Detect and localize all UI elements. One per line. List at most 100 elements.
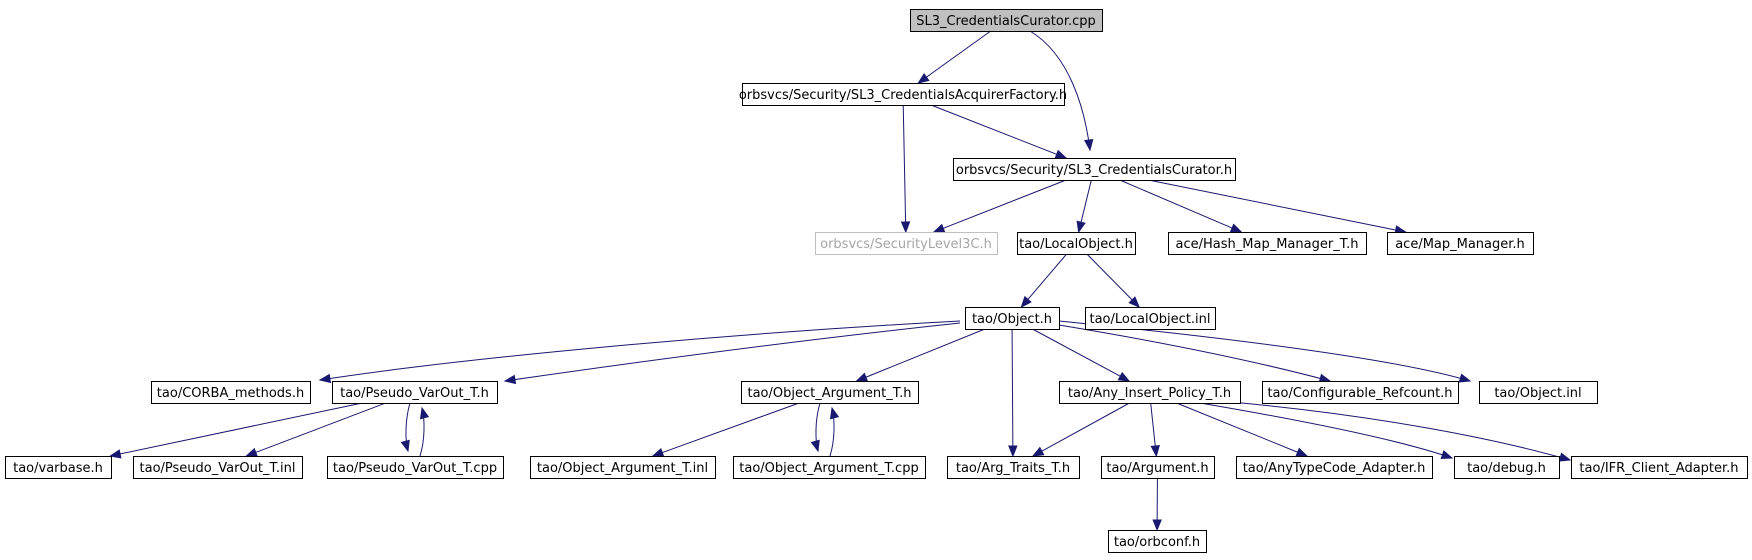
node-label: tao/Object_Argument_T.inl bbox=[537, 461, 708, 476]
edge-tao-object-h-to-tao-object-inl bbox=[1058, 320, 1472, 383]
node-tao-pseudo-varout-t-inl[interactable]: tao/Pseudo_VarOut_T.inl bbox=[133, 456, 303, 479]
node-box bbox=[1571, 456, 1748, 479]
edge-tao-object-h-to-tao-arg-traits-t-h bbox=[1008, 328, 1018, 458]
node-box bbox=[965, 307, 1060, 330]
node-label: orbsvcs/SecurityLevel3C.h bbox=[820, 237, 992, 252]
node-box bbox=[815, 232, 998, 255]
node-box bbox=[1262, 381, 1459, 404]
edge-tao-any-insert-policy-t-h-to-tao-anytypecode-adapter-h bbox=[1176, 402, 1309, 457]
edge-line bbox=[1058, 324, 1331, 382]
node-label: tao/IFR_Client_Adapter.h bbox=[1579, 461, 1738, 476]
node-tao-arg-traits-t-h[interactable]: tao/Arg_Traits_T.h bbox=[947, 456, 1080, 479]
edge-line bbox=[1150, 402, 1156, 448]
edge-line bbox=[902, 104, 907, 224]
node-orbsvcs-security-sl3-credentialscurator-h[interactable]: orbsvcs/Security/SL3_CredentialsCurator.… bbox=[953, 158, 1236, 181]
edge-line bbox=[254, 402, 386, 454]
edge-tao-object-h-to-tao-pseudo-varout-t-h bbox=[503, 322, 961, 385]
arrowhead bbox=[1458, 373, 1472, 383]
edge-tao-localobject-h-to-tao-localobject-inl bbox=[1086, 253, 1141, 308]
edge-orbsvcs-security-sl3-credentialscurator-h-to-tao-localobject-h bbox=[1076, 179, 1092, 234]
node-tao-localobject-inl[interactable]: tao/LocalObject.inl bbox=[1085, 307, 1216, 330]
node-tao-object-argument-t-cpp[interactable]: tao/Object_Argument_T.cpp bbox=[733, 456, 926, 479]
edge-line bbox=[1026, 253, 1067, 301]
node-tao-object-argument-t-inl[interactable]: tao/Object_Argument_T.inl bbox=[530, 456, 716, 479]
edge-tao-object-argument-t-h-to-tao-object-argument-t-inl bbox=[651, 402, 800, 457]
edge-orbsvcs-security-sl3-credentialscurator-h-to-ace-map-manager-h bbox=[1148, 179, 1407, 235]
edge-orbsvcs-security-sl3-credentialsacquirerfactory-h-to-orbsvcs-security-sl3-credentialscurator-h bbox=[930, 104, 1068, 159]
node-tao-pseudo-varout-t-cpp[interactable]: tao/Pseudo_VarOut_T.cpp bbox=[327, 456, 504, 479]
node-label: tao/debug.h bbox=[1467, 461, 1546, 476]
edge-tao-object-h-to-tao-object-argument-t-h bbox=[855, 328, 986, 382]
node-box bbox=[741, 381, 919, 404]
arrowhead bbox=[1128, 296, 1141, 308]
node-sl3-credentialscurator-cpp[interactable]: SL3_CredentialsCurator.cpp bbox=[910, 9, 1103, 32]
node-tao-orbconf-h[interactable]: tao/orbconf.h bbox=[1108, 530, 1207, 553]
arrowhead bbox=[318, 373, 332, 384]
edge-tao-pseudo-varout-t-h-to-tao-pseudo-varout-t-cpp bbox=[400, 402, 411, 453]
node-box bbox=[953, 158, 1236, 181]
edge-line bbox=[1086, 253, 1134, 301]
edge-tao-object-h-to-tao-any-insert-policy-t-h bbox=[1032, 328, 1131, 382]
node-tao-ifr-client-adapter-h[interactable]: tao/IFR_Client_Adapter.h bbox=[1571, 456, 1748, 479]
edge-sl3-credentialscurator-cpp-to-orbsvcs-security-sl3-credentialscurator-h bbox=[1029, 30, 1094, 152]
node-box bbox=[327, 456, 504, 479]
node-box bbox=[1236, 456, 1433, 479]
node-tao-any-insert-policy-t-h[interactable]: tao/Any_Insert_Policy_T.h bbox=[1059, 381, 1241, 404]
arrowhead bbox=[1295, 447, 1309, 457]
edge-line bbox=[1080, 179, 1092, 224]
node-orbsvcs-securitylevel3c-h[interactable]: orbsvcs/SecurityLevel3C.h bbox=[815, 232, 998, 255]
arrowhead bbox=[400, 439, 410, 453]
node-box bbox=[1059, 381, 1241, 404]
edge-line bbox=[1199, 402, 1453, 459]
edge-tao-any-insert-policy-t-h-to-tao-debug-h bbox=[1199, 402, 1454, 460]
node-label: tao/varbase.h bbox=[13, 461, 103, 476]
node-box bbox=[1387, 232, 1534, 255]
node-label: orbsvcs/Security/SL3_CredentialsCurator.… bbox=[956, 163, 1232, 178]
node-tao-localobject-h[interactable]: tao/LocalObject.h bbox=[1017, 232, 1136, 255]
node-tao-object-inl[interactable]: tao/Object.inl bbox=[1479, 381, 1598, 404]
arrowhead bbox=[108, 449, 122, 459]
node-tao-pseudo-varout-t-h[interactable]: tao/Pseudo_VarOut_T.h bbox=[332, 381, 498, 404]
node-box bbox=[742, 83, 1065, 106]
node-ace-map-manager-h[interactable]: ace/Map_Manager.h bbox=[1387, 232, 1534, 255]
node-tao-corba-methods-h[interactable]: tao/CORBA_methods.h bbox=[151, 381, 311, 404]
arrowhead bbox=[419, 406, 430, 420]
edge-tao-argument-h-to-tao-orbconf-h bbox=[1152, 477, 1162, 532]
edge-tao-pseudo-varout-t-h-to-tao-pseudo-varout-t-inl bbox=[245, 402, 386, 457]
arrowhead bbox=[1031, 446, 1045, 457]
node-tao-object-argument-t-h[interactable]: tao/Object_Argument_T.h bbox=[741, 381, 919, 404]
arrowhead bbox=[810, 439, 820, 453]
arrowhead bbox=[1054, 149, 1068, 159]
edge-line bbox=[925, 30, 991, 79]
node-label: tao/Configurable_Refcount.h bbox=[1267, 386, 1452, 401]
node-tao-anytypecode-adapter-h[interactable]: tao/AnyTypeCode_Adapter.h bbox=[1236, 456, 1433, 479]
node-ace-hash-map-manager-t-h[interactable]: ace/Hash_Map_Manager_T.h bbox=[1168, 232, 1367, 255]
node-tao-argument-h[interactable]: tao/Argument.h bbox=[1101, 456, 1215, 479]
edge-tao-pseudo-varout-t-cpp-to-tao-pseudo-varout-t-h bbox=[419, 406, 430, 457]
node-tao-varbase-h[interactable]: tao/varbase.h bbox=[5, 456, 112, 479]
node-box bbox=[1108, 530, 1207, 553]
arrowhead bbox=[503, 374, 517, 385]
node-tao-object-h[interactable]: tao/Object.h bbox=[965, 307, 1060, 330]
node-box bbox=[733, 456, 926, 479]
node-tao-configurable-refcount-h[interactable]: tao/Configurable_Refcount.h bbox=[1262, 381, 1459, 404]
arrowhead bbox=[829, 406, 840, 420]
edge-line bbox=[864, 328, 986, 379]
node-box bbox=[530, 456, 716, 479]
node-box bbox=[1085, 307, 1216, 330]
node-box bbox=[1017, 232, 1136, 255]
edge-tao-object-argument-t-cpp-to-tao-object-argument-t-h bbox=[829, 406, 840, 457]
node-box bbox=[1168, 232, 1367, 255]
node-tao-debug-h[interactable]: tao/debug.h bbox=[1454, 456, 1560, 479]
arrowhead bbox=[1117, 371, 1131, 382]
edge-line bbox=[1032, 328, 1122, 378]
arrowhead bbox=[900, 221, 911, 234]
node-label: tao/Argument.h bbox=[1106, 461, 1208, 476]
edge-line bbox=[661, 402, 800, 454]
node-orbsvcs-security-sl3-credentialsacquirerfactory-h[interactable]: orbsvcs/Security/SL3_CredentialsAcquirer… bbox=[739, 83, 1067, 106]
node-label: SL3_CredentialsCurator.cpp bbox=[916, 14, 1096, 29]
edge-line bbox=[1119, 179, 1234, 229]
edge-line bbox=[319, 320, 961, 381]
node-box bbox=[332, 381, 498, 404]
node-layer: SL3_CredentialsCurator.cpp orbsvcs/Securi… bbox=[5, 9, 1748, 553]
